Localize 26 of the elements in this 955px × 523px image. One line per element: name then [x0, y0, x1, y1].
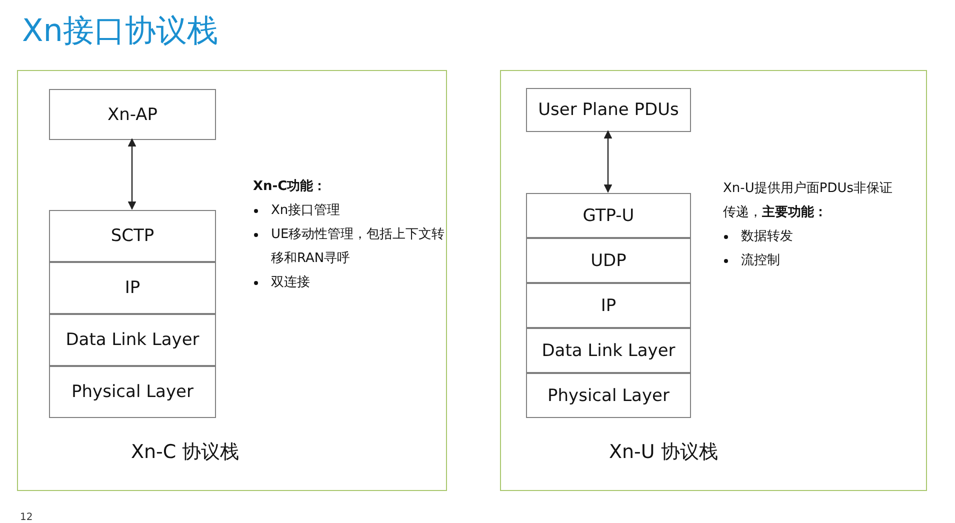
protocol-layer-box: GTP-U — [526, 193, 691, 238]
stack-caption: Xn-U 协议栈 — [609, 440, 718, 465]
protocol-layer-box: Xn-AP — [49, 89, 216, 140]
protocol-layer-box: Data Link Layer — [526, 328, 691, 373]
protocol-layer-box: Physical Layer — [49, 366, 216, 418]
protocol-layer-box: IP — [526, 283, 691, 328]
protocol-layer-box: UDP — [526, 238, 691, 283]
protocol-layer-box: Data Link Layer — [49, 314, 216, 366]
protocol-layer-box: IP — [49, 262, 216, 314]
page-number: 12 — [20, 512, 33, 523]
bullet-item: 数据转发 — [741, 229, 793, 244]
bullet-item: Xn接口管理 — [271, 203, 340, 218]
panel — [500, 70, 927, 491]
double-arrow — [604, 130, 612, 193]
title: Xn接口协议栈 — [22, 12, 218, 51]
stack-caption: Xn-C 协议栈 — [131, 440, 240, 465]
function-heading: Xn-C功能： — [253, 178, 328, 196]
protocol-layer-box: SCTP — [49, 210, 216, 262]
protocol-layer-box: Physical Layer — [526, 373, 691, 418]
panel — [17, 70, 447, 491]
bullet-item: UE移动性管理，包括上下文转移和RAN寻呼 — [271, 227, 445, 266]
bullet-item: 双连接 — [271, 275, 310, 290]
function-heading: Xn-U提供用户面PDUs非保证传递，主要功能： — [723, 180, 894, 222]
protocol-layer-box: User Plane PDUs — [526, 88, 691, 132]
double-arrow — [128, 138, 136, 210]
bullet-item: 流控制 — [741, 253, 780, 268]
